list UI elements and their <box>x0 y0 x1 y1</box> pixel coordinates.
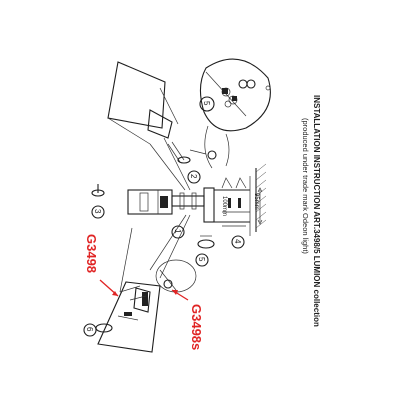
screwdriver-icon <box>167 141 217 164</box>
upper-lamp-shade <box>107 61 179 145</box>
step-1-number: 1 <box>173 229 182 234</box>
step-1-marker: 1 <box>171 225 185 239</box>
top-detail-callout: 5 <box>199 58 271 169</box>
step-6-number: 6 <box>85 327 94 332</box>
step-3-marker: 3 <box>91 205 105 219</box>
step-4-number: 4 <box>233 239 242 244</box>
model-labels: G3498 G3498s <box>84 234 204 350</box>
wall-bracket <box>203 177 250 223</box>
step-6-marker: 6 <box>83 323 97 337</box>
model-label-g3498s: G3498s <box>189 304 204 350</box>
step-3-number: 3 <box>93 209 102 214</box>
mount-length-label: 100mm <box>221 196 227 216</box>
step-2-number: 2 <box>189 174 198 179</box>
arm-lines <box>119 137 191 293</box>
callout-step-5-top: 5 <box>202 101 211 106</box>
step-markers: 1 2 3 4 5 6 <box>83 170 245 337</box>
title-line-2: (produced under trade mark Odeon light) <box>301 118 310 254</box>
lower-lamp-shade <box>97 281 161 353</box>
center-body <box>127 189 205 215</box>
step-2-marker: 2 <box>187 170 201 184</box>
dimension-marks: 95mm 100mm <box>221 187 263 227</box>
model-label-g3498: G3498 <box>84 234 99 273</box>
step-5-number: 5 <box>197 257 206 262</box>
title-block: INSTALLATION INSTRUCTION ART.3498/5 LUMI… <box>301 95 321 327</box>
step-4-marker: 4 <box>231 235 245 249</box>
wall-section <box>249 163 267 236</box>
title-line-1: INSTALLATION INSTRUCTION ART.3498/5 LUMI… <box>312 95 321 327</box>
lower-detail-callout <box>155 259 197 293</box>
bracket-width-label: 95mm <box>253 193 259 210</box>
step-5-marker: 5 <box>195 253 209 267</box>
